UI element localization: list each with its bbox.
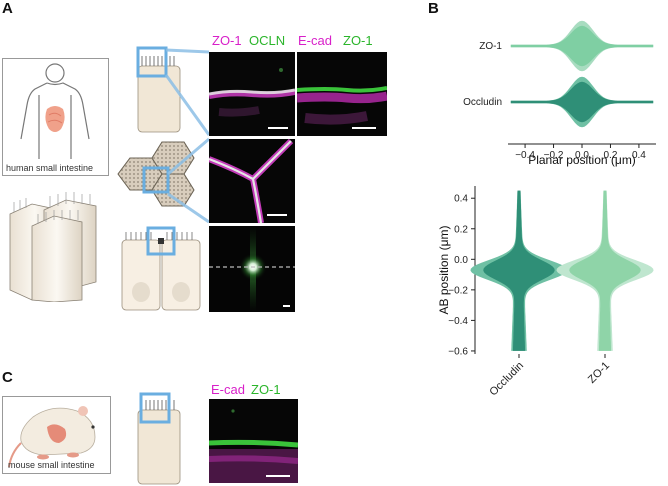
micrograph-zo1-ocln bbox=[209, 52, 295, 136]
xtick-label: 0.2 bbox=[604, 150, 618, 161]
ytick-occludin: Occludin bbox=[463, 97, 502, 108]
ytick-label: 0.2 bbox=[454, 224, 468, 235]
human-illustration-box: human small intestine bbox=[2, 58, 109, 176]
mouse-caption: mouse small intestine bbox=[8, 460, 95, 470]
panel-letter-a: A bbox=[2, 0, 13, 17]
label-zo1-c: ZO-1 bbox=[251, 382, 281, 397]
violin-inner bbox=[510, 81, 654, 123]
ytick-label: −0.6 bbox=[448, 346, 468, 357]
label-zo1-a2: ZO-1 bbox=[343, 33, 373, 48]
hexagon-cells-illustration bbox=[117, 141, 195, 207]
human-silhouette-icon bbox=[20, 63, 90, 159]
single-cell-illustration bbox=[136, 46, 181, 133]
cell-illustration-c bbox=[137, 392, 181, 485]
xtick-label: −0.4 bbox=[515, 150, 535, 161]
micrograph-mouse bbox=[209, 399, 298, 483]
two-cell-side-illustration bbox=[121, 226, 201, 311]
xtick-label: 0.4 bbox=[632, 150, 646, 161]
xlabel-planar: Planar position (μm) bbox=[528, 153, 636, 167]
panel-letter-c: C bbox=[2, 369, 13, 386]
label-ocln: OCLN bbox=[249, 33, 286, 48]
mouse-illustration-box: mouse small intestine bbox=[2, 396, 111, 474]
ytick-label: −0.2 bbox=[448, 285, 468, 296]
violin-inner bbox=[569, 190, 641, 351]
micrograph-ecad-zo1 bbox=[297, 52, 387, 136]
horizontal-violin-chart: −0.4 −0.2 0.0 0.2 0.4 ZO-1 Occludin Planar p… bbox=[463, 20, 656, 167]
panel-b-charts: −0.4 −0.2 0.0 0.2 0.4 ZO-1 Occludin Planar p… bbox=[437, 20, 656, 399]
ytick-label: −0.4 bbox=[448, 316, 468, 327]
panel-letter-b: B bbox=[428, 0, 439, 17]
label-zo1-a1: ZO-1 bbox=[212, 33, 242, 48]
label-ecad-a: E-cad bbox=[298, 33, 332, 48]
ytick-label: 0.0 bbox=[454, 255, 468, 266]
violin-inner bbox=[510, 25, 654, 67]
label-ecad-c: E-cad bbox=[211, 382, 245, 397]
ytick-label: 0.4 bbox=[454, 194, 468, 205]
ylabel-ab: AB position (μm) bbox=[437, 226, 451, 315]
xtick-label: 0.0 bbox=[575, 150, 589, 161]
vertical-violin-chart: 0.4 0.2 0.0 −0.2 −0.4 −0.6 AB position (μm) O… bbox=[437, 186, 654, 399]
xtick-occludin: Occludin bbox=[487, 360, 526, 399]
mouse-icon bbox=[8, 406, 96, 468]
micrograph-tricellular bbox=[209, 139, 295, 223]
micrograph-point-spread bbox=[209, 226, 295, 312]
violin-inner bbox=[483, 190, 555, 351]
xtick-zo1: ZO-1 bbox=[586, 360, 612, 386]
xtick-label: −0.2 bbox=[544, 150, 564, 161]
epithelium-3d-illustration bbox=[9, 192, 97, 302]
human-caption: human small intestine bbox=[6, 163, 94, 173]
ytick-zo1: ZO-1 bbox=[479, 41, 502, 52]
